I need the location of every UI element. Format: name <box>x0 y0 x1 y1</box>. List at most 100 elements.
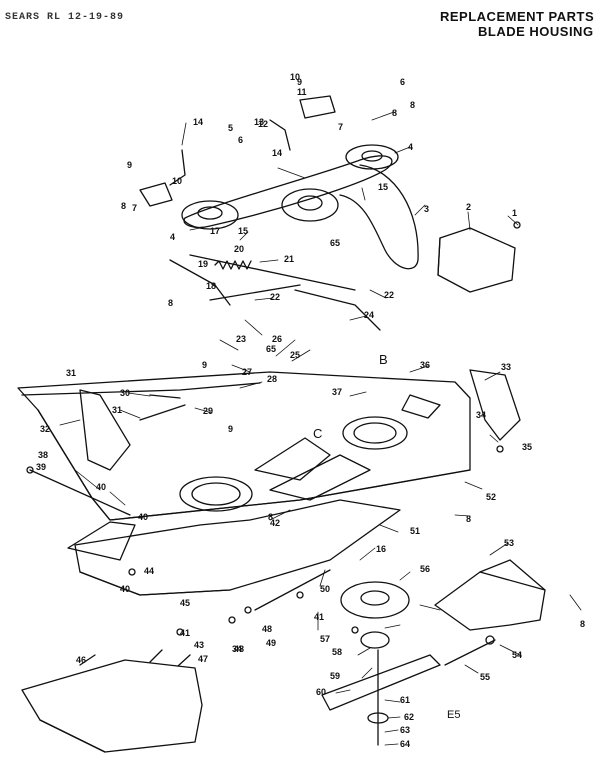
callout-number: 40 <box>120 584 130 594</box>
view-letter-c: C <box>313 426 322 441</box>
callout-number: 15 <box>238 226 248 236</box>
callout-number: 47 <box>198 654 208 664</box>
callout-number: 34 <box>476 410 486 420</box>
right-pulley <box>345 144 399 170</box>
callout-number: 23 <box>236 334 246 344</box>
callout-number: 7 <box>132 203 137 213</box>
rod-38 <box>29 469 131 516</box>
callout-number: 62 <box>404 712 414 722</box>
callout-number: 18 <box>206 281 216 291</box>
callout-number: 41 <box>180 628 190 638</box>
callout-number: 54 <box>512 650 522 660</box>
belt-cover <box>437 227 516 293</box>
callout-number: 41 <box>314 612 324 622</box>
callout-number: 13 <box>254 117 264 127</box>
mower-blade <box>321 654 441 711</box>
center-pulley <box>281 188 339 222</box>
callout-number: 33 <box>501 362 511 372</box>
rod-21 <box>209 284 301 301</box>
callout-number: 46 <box>76 655 86 665</box>
left-spindle-well <box>179 476 253 512</box>
rod-29 <box>149 394 181 399</box>
baffle <box>434 559 546 631</box>
callout-number: 9 <box>202 360 207 370</box>
callout-number: 64 <box>400 739 410 749</box>
callout-number: 8 <box>121 201 126 211</box>
callout-number: 21 <box>284 254 294 264</box>
handwritten-note: SEARS RL 12-19-89 <box>5 12 125 23</box>
right-spindle-well <box>342 416 408 450</box>
callout-number: 48 <box>262 624 272 634</box>
callout-number: 38 <box>38 450 48 460</box>
idler-bracket <box>139 182 173 207</box>
rod-47 <box>254 569 331 611</box>
idler-bracket-right <box>299 95 336 119</box>
callout-number: 5 <box>228 123 233 133</box>
callout-number: 30 <box>120 388 130 398</box>
callout-number: 11 <box>297 87 307 97</box>
callout-number: 26 <box>272 334 282 344</box>
left-pulley <box>181 200 239 230</box>
callout-number: 52 <box>486 492 496 502</box>
callout-number: 36 <box>420 360 430 370</box>
callout-number: 3 <box>424 204 429 214</box>
callout-number: 8 <box>168 298 173 308</box>
mower-belt <box>339 164 419 270</box>
callout-number: 9 <box>297 77 302 87</box>
callout-number: 16 <box>376 544 386 554</box>
callout-number: 25 <box>290 350 300 360</box>
callout-number: 55 <box>480 672 490 682</box>
callout-number: 57 <box>320 634 330 644</box>
callout-number: 24 <box>364 310 374 320</box>
callout-number: 15 <box>378 182 388 192</box>
callout-number: 7 <box>338 122 343 132</box>
callout-number: 31 <box>66 368 76 378</box>
callout-number: 9 <box>228 424 233 434</box>
callout-number: 29 <box>203 406 213 416</box>
callout-number: 35 <box>522 442 532 452</box>
spindle-housing <box>360 631 390 649</box>
spring-19 <box>214 260 252 270</box>
deck-rim <box>37 409 471 521</box>
callout-number: 12 <box>258 119 268 129</box>
callout-number: 61 <box>400 695 410 705</box>
callout-number: 8 <box>268 512 273 522</box>
callout-number: 50 <box>320 584 330 594</box>
callout-number: 34 <box>232 644 242 654</box>
front-skirt <box>74 499 401 596</box>
page-subtitle: BLADE HOUSING <box>478 24 594 39</box>
callout-number: 32 <box>40 424 50 434</box>
callout-number: 14 <box>272 148 282 158</box>
callout-number: 14 <box>193 117 203 127</box>
callout-number: 17 <box>210 226 220 236</box>
callout-number: 59 <box>330 671 340 681</box>
callout-number: 6 <box>400 77 405 87</box>
callout-number: 2 <box>466 202 471 212</box>
view-letter-b: B <box>379 352 388 367</box>
callout-number: 45 <box>180 598 190 608</box>
drive-belt <box>183 155 393 229</box>
callout-number: 28 <box>267 374 277 384</box>
rod-53 <box>444 639 496 666</box>
callout-number: 37 <box>332 387 342 397</box>
rod-20 <box>189 254 356 291</box>
callout-number: 40 <box>138 512 148 522</box>
callout-number: 43 <box>194 640 204 650</box>
callout-labels: 1234456677888888899991010111213141415151… <box>36 72 585 749</box>
spindle-pulley <box>340 581 410 619</box>
callout-number: 22 <box>384 290 394 300</box>
callout-number: 8 <box>580 619 585 629</box>
drawing-code: E5 <box>447 709 461 721</box>
callout-number: 53 <box>504 538 514 548</box>
callout-number: 20 <box>234 244 244 254</box>
callout-number: 31 <box>112 405 122 415</box>
discharge-deflector <box>21 659 203 753</box>
callout-number: 49 <box>266 638 276 648</box>
callout-number: 63 <box>400 725 410 735</box>
rod-30 <box>139 404 186 421</box>
callout-number: 60 <box>316 687 326 697</box>
callout-number: 40 <box>96 482 106 492</box>
callout-number: 4 <box>170 232 175 242</box>
callout-number: 27 <box>242 367 252 377</box>
